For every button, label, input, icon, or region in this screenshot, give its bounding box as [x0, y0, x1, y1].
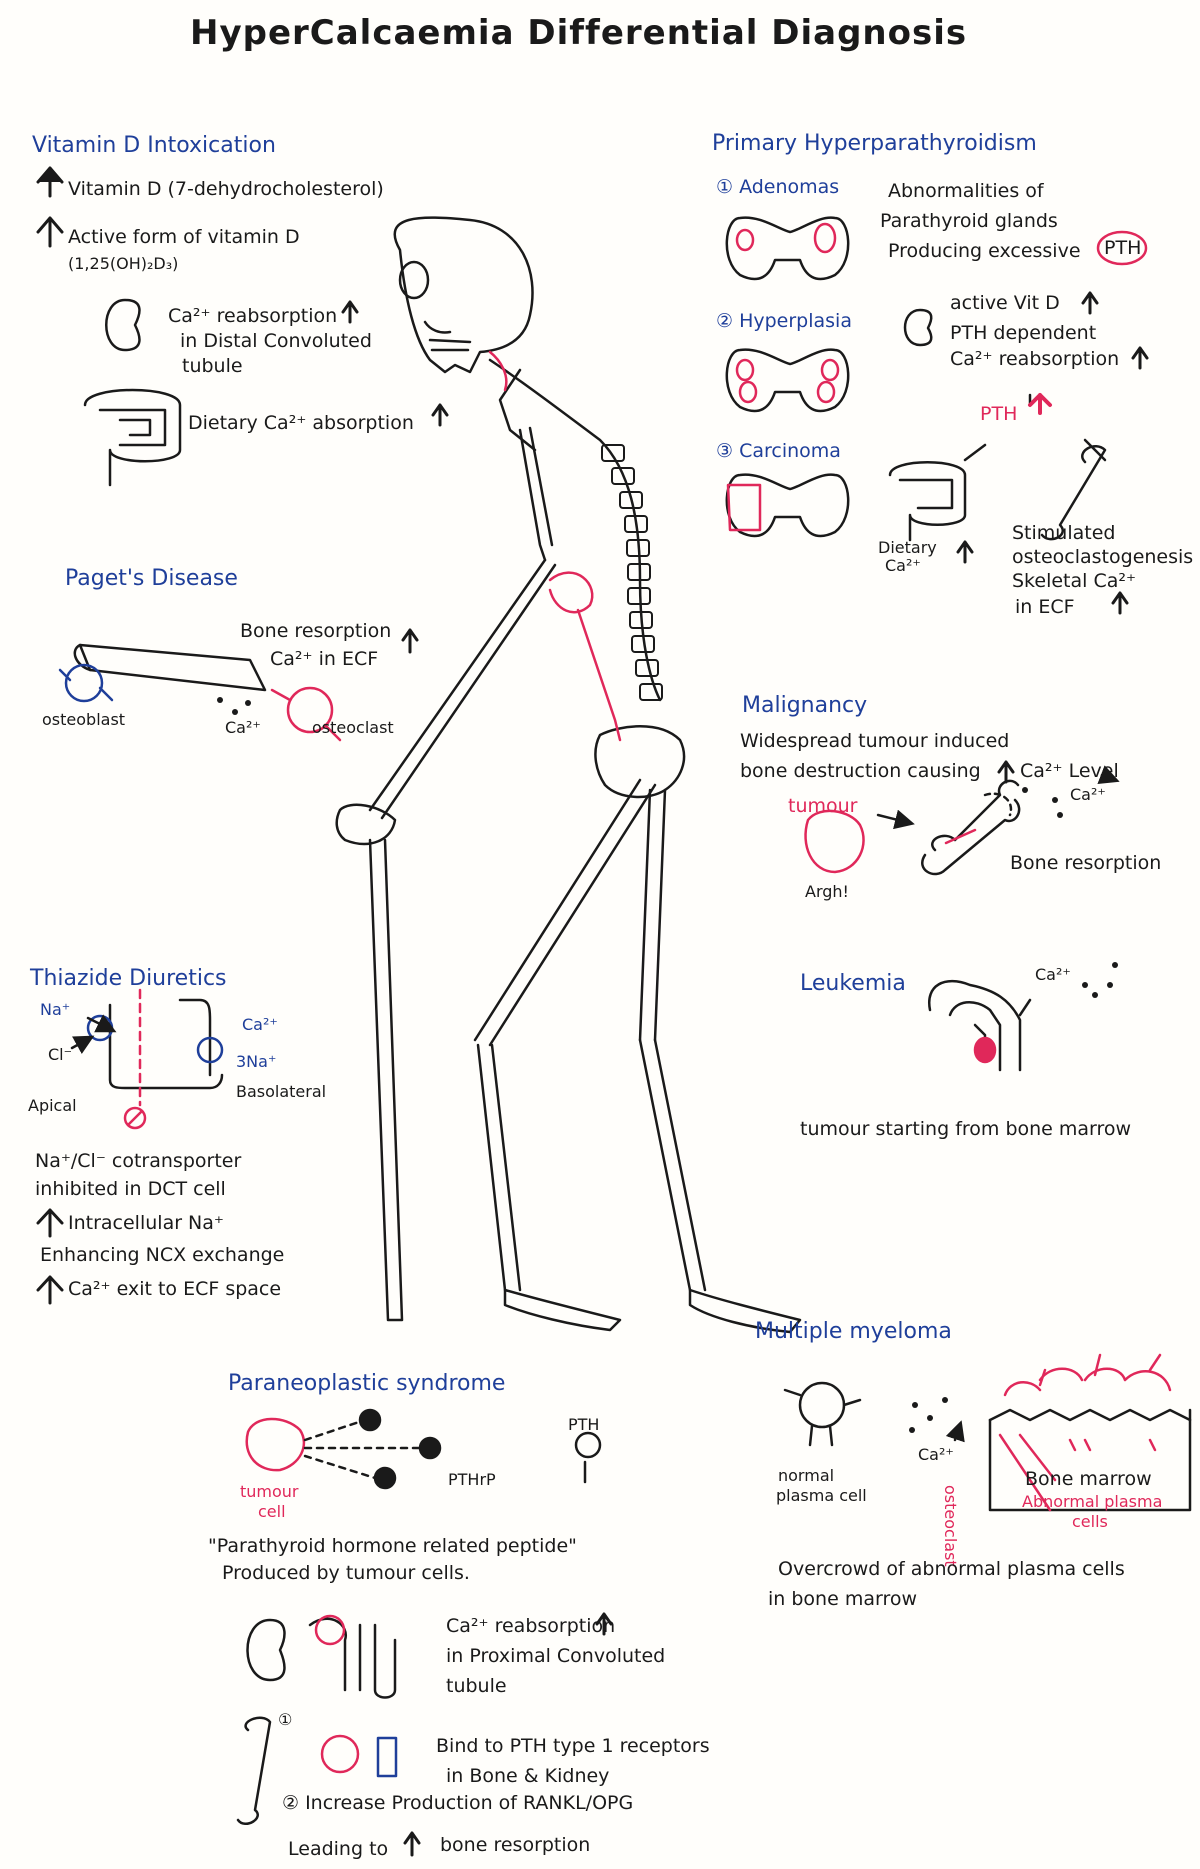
mm-ca: Ca²⁺	[918, 1445, 954, 1464]
malignancy-illustration	[804, 760, 1120, 876]
vitd-gut: Dietary Ca²⁺ absorption	[188, 412, 414, 434]
leukemia-femur	[927, 979, 1032, 1072]
malig-heading: Malignancy	[742, 693, 868, 718]
myeloma-calcium-dots	[909, 1397, 948, 1433]
thiazide-heading: Thiazide Diuretics	[30, 966, 227, 991]
para-kidney-2: in Proximal Convoluted	[446, 1645, 666, 1667]
para-bone-2: in Bone & Kidney	[446, 1765, 610, 1787]
vitd-line-1: Vitamin D (7-dehydrocholesterol)	[68, 178, 384, 200]
vitd-heading: Vitamin D Intoxication	[32, 133, 276, 158]
thiazide-desc-4: Enhancing NCX exchange	[40, 1244, 285, 1266]
hpt-stim-4: in ECF	[1015, 596, 1075, 618]
malig-ca: Ca²⁺	[1070, 785, 1106, 804]
basolateral-label: Basolateral	[236, 1082, 327, 1101]
para-kidney-1: Ca²⁺ reabsorption	[446, 1615, 616, 1637]
hpt-dietary-1: Dietary	[878, 538, 937, 557]
hpt-hyperplasia: ② Hyperplasia	[716, 310, 852, 332]
vitd-icons	[36, 166, 449, 487]
hpt-dietary-2: Ca²⁺	[885, 556, 921, 575]
pth-up-arrow	[1028, 393, 1052, 415]
hpt-adenomas: ① Adenomas	[716, 176, 840, 198]
para-cell: cell	[258, 1502, 286, 1521]
para-bone-1: Bind to PTH type 1 receptors	[436, 1735, 710, 1757]
mm-abnormal-2: cells	[1072, 1512, 1108, 1531]
para-kidney-3: tubule	[446, 1675, 507, 1697]
hpt-carcinoma: ③ Carcinoma	[716, 440, 841, 462]
malig-resorption: Bone resorption	[1010, 852, 1162, 874]
paraneoplastic-illustration	[236, 1408, 613, 1857]
thiazide-desc-3: Intracellular Na⁺	[68, 1212, 224, 1234]
para-pthrp: PTHrP	[448, 1470, 496, 1489]
malig-line-1: Widespread tumour induced	[740, 730, 1010, 752]
malig-tumour: tumour	[788, 795, 858, 817]
thiazide-desc-2: inhibited in DCT cell	[35, 1178, 226, 1200]
hpt-vitd: active Vit D	[950, 292, 1060, 314]
malig-line-2: bone destruction causing	[740, 760, 981, 782]
thiazide-cell-diagram	[36, 988, 224, 1305]
leukemia-calcium-dots	[1082, 962, 1118, 998]
para-bone-4: Leading to	[288, 1838, 389, 1860]
para-heading: Paraneoplastic syndrome	[228, 1371, 506, 1396]
mm-desc-2: in bone marrow	[768, 1588, 918, 1610]
thiazide-desc-1: Na⁺/Cl⁻ cotransporter	[35, 1150, 242, 1172]
myeloma-illustration	[783, 1353, 1192, 1512]
mm-desc-1: Overcrowd of abnormal plasma cells	[778, 1558, 1125, 1580]
osteoclast-label: osteoclast	[312, 718, 394, 737]
paget-line-2: Ca²⁺ in ECF	[270, 648, 379, 670]
leuk-heading: Leukemia	[800, 971, 906, 996]
para-tumour: tumour	[240, 1482, 299, 1501]
para-bone-5: bone resorption	[440, 1834, 591, 1856]
hpt-stim-2: osteoclastogenesis	[1012, 546, 1194, 568]
mm-bone-marrow: Bone marrow	[1025, 1468, 1152, 1490]
vitd-kidney-3: tubule	[182, 355, 243, 377]
mm-normal-2: plasma cell	[776, 1486, 867, 1505]
hpt-pth-boxed: PTH	[1104, 237, 1142, 259]
leuk-ca: Ca²⁺	[1035, 965, 1071, 984]
para-quote-1: "Parathyroid hormone related peptide"	[208, 1535, 577, 1557]
para-bone-3: ② Increase Production of RANKL/OPG	[282, 1792, 634, 1814]
vitd-kidney-2: in Distal Convoluted	[180, 330, 372, 352]
parathyroid-illustrations	[725, 216, 1149, 615]
malig-argh: Argh!	[805, 882, 849, 901]
pth-box	[1096, 230, 1148, 266]
hpt-abnorm-3: Producing excessive	[888, 240, 1081, 262]
hpt-pth-dep: PTH dependent	[950, 322, 1097, 344]
vitd-line-2: Active form of vitamin D	[68, 226, 300, 248]
mm-abnormal-1: Abnormal plasma	[1022, 1492, 1163, 1511]
hpt-ca-reabs: Ca²⁺ reabsorption	[950, 348, 1120, 370]
osteoblast-label: osteoblast	[42, 710, 126, 729]
skeleton-organ-highlight	[488, 350, 622, 742]
hpt-abnorm-1: Abnormalities of	[888, 180, 1044, 202]
malig-line-3: Ca²⁺ Level	[1020, 760, 1119, 782]
mm-normal-1: normal	[778, 1466, 835, 1485]
malignancy-calcium-dots	[1022, 787, 1063, 818]
apical-label: Apical	[28, 1096, 77, 1115]
thiazide-na: Na⁺	[40, 1000, 71, 1019]
page-title: HyperCalcaemia Differential Diagnosis	[190, 13, 968, 53]
hpt-stim-3: Skeletal Ca²⁺	[1012, 570, 1137, 592]
paget-illustration	[58, 628, 419, 742]
mm-heading: Multiple myeloma	[755, 1319, 952, 1344]
vitd-kidney-1: Ca²⁺ reabsorption	[168, 305, 338, 327]
vitd-line-3: (1,25(OH)₂D₃)	[68, 254, 179, 273]
hpt-abnorm-2: Parathyroid glands	[880, 210, 1058, 232]
paget-calcium-dots	[217, 697, 251, 715]
leuk-desc: tumour starting from bone marrow	[800, 1118, 1132, 1140]
mm-osteoclast: osteoclast	[941, 1485, 960, 1567]
para-quote-2: Produced by tumour cells.	[222, 1562, 470, 1584]
thiazide-ca: Ca²⁺	[242, 1015, 278, 1034]
paget-line-1: Bone resorption	[240, 620, 392, 642]
para-pth: PTH	[568, 1415, 600, 1434]
thiazide-desc-5: Ca²⁺ exit to ECF space	[68, 1278, 282, 1300]
hpt-heading: Primary Hyperparathyroidism	[712, 131, 1037, 156]
thiazide-3na: 3Na⁺	[236, 1052, 277, 1071]
hpt-pth-center: PTH	[980, 403, 1018, 425]
skeleton-illustration	[335, 216, 802, 1334]
para-step-number-1: ①	[278, 1710, 293, 1729]
thiazide-cl: Cl⁻	[48, 1045, 73, 1064]
paget-ca-label: Ca²⁺	[225, 718, 261, 737]
paget-heading: Paget's Disease	[65, 566, 238, 591]
hpt-stim-1: Stimulated	[1012, 522, 1116, 544]
